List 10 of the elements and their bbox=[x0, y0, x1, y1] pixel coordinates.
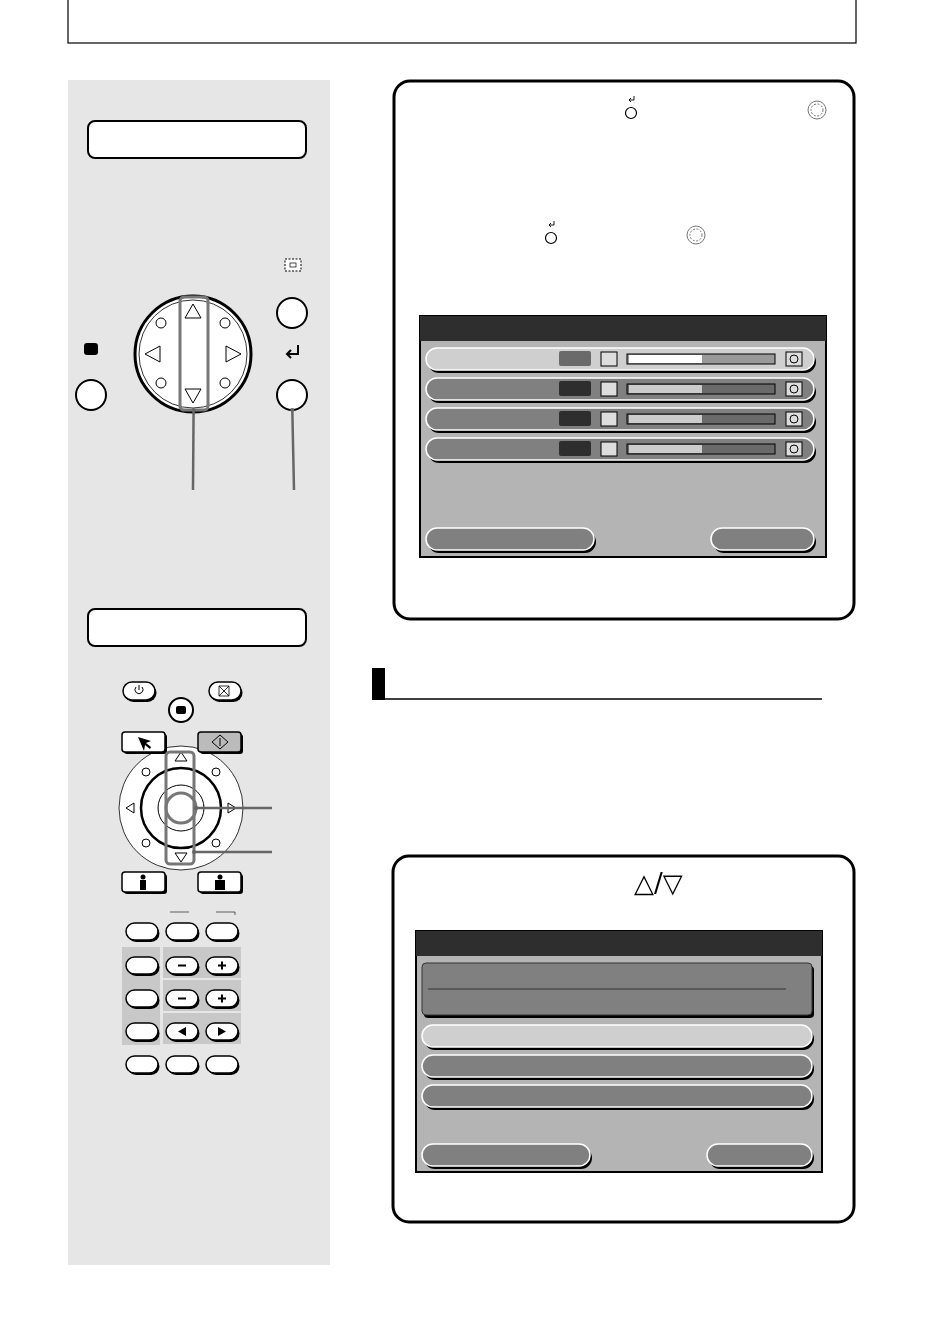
up-down-key bbox=[178, 295, 210, 412]
leader-line bbox=[192, 850, 272, 854]
leader-line bbox=[191, 408, 196, 490]
leader-line bbox=[194, 806, 272, 810]
enter-button bbox=[276, 379, 308, 411]
label-box bbox=[87, 608, 307, 647]
arrow-symbols: △/▽ bbox=[634, 870, 683, 896]
up-down-key bbox=[164, 750, 196, 866]
leader-line bbox=[290, 408, 296, 491]
label-box bbox=[87, 120, 307, 159]
